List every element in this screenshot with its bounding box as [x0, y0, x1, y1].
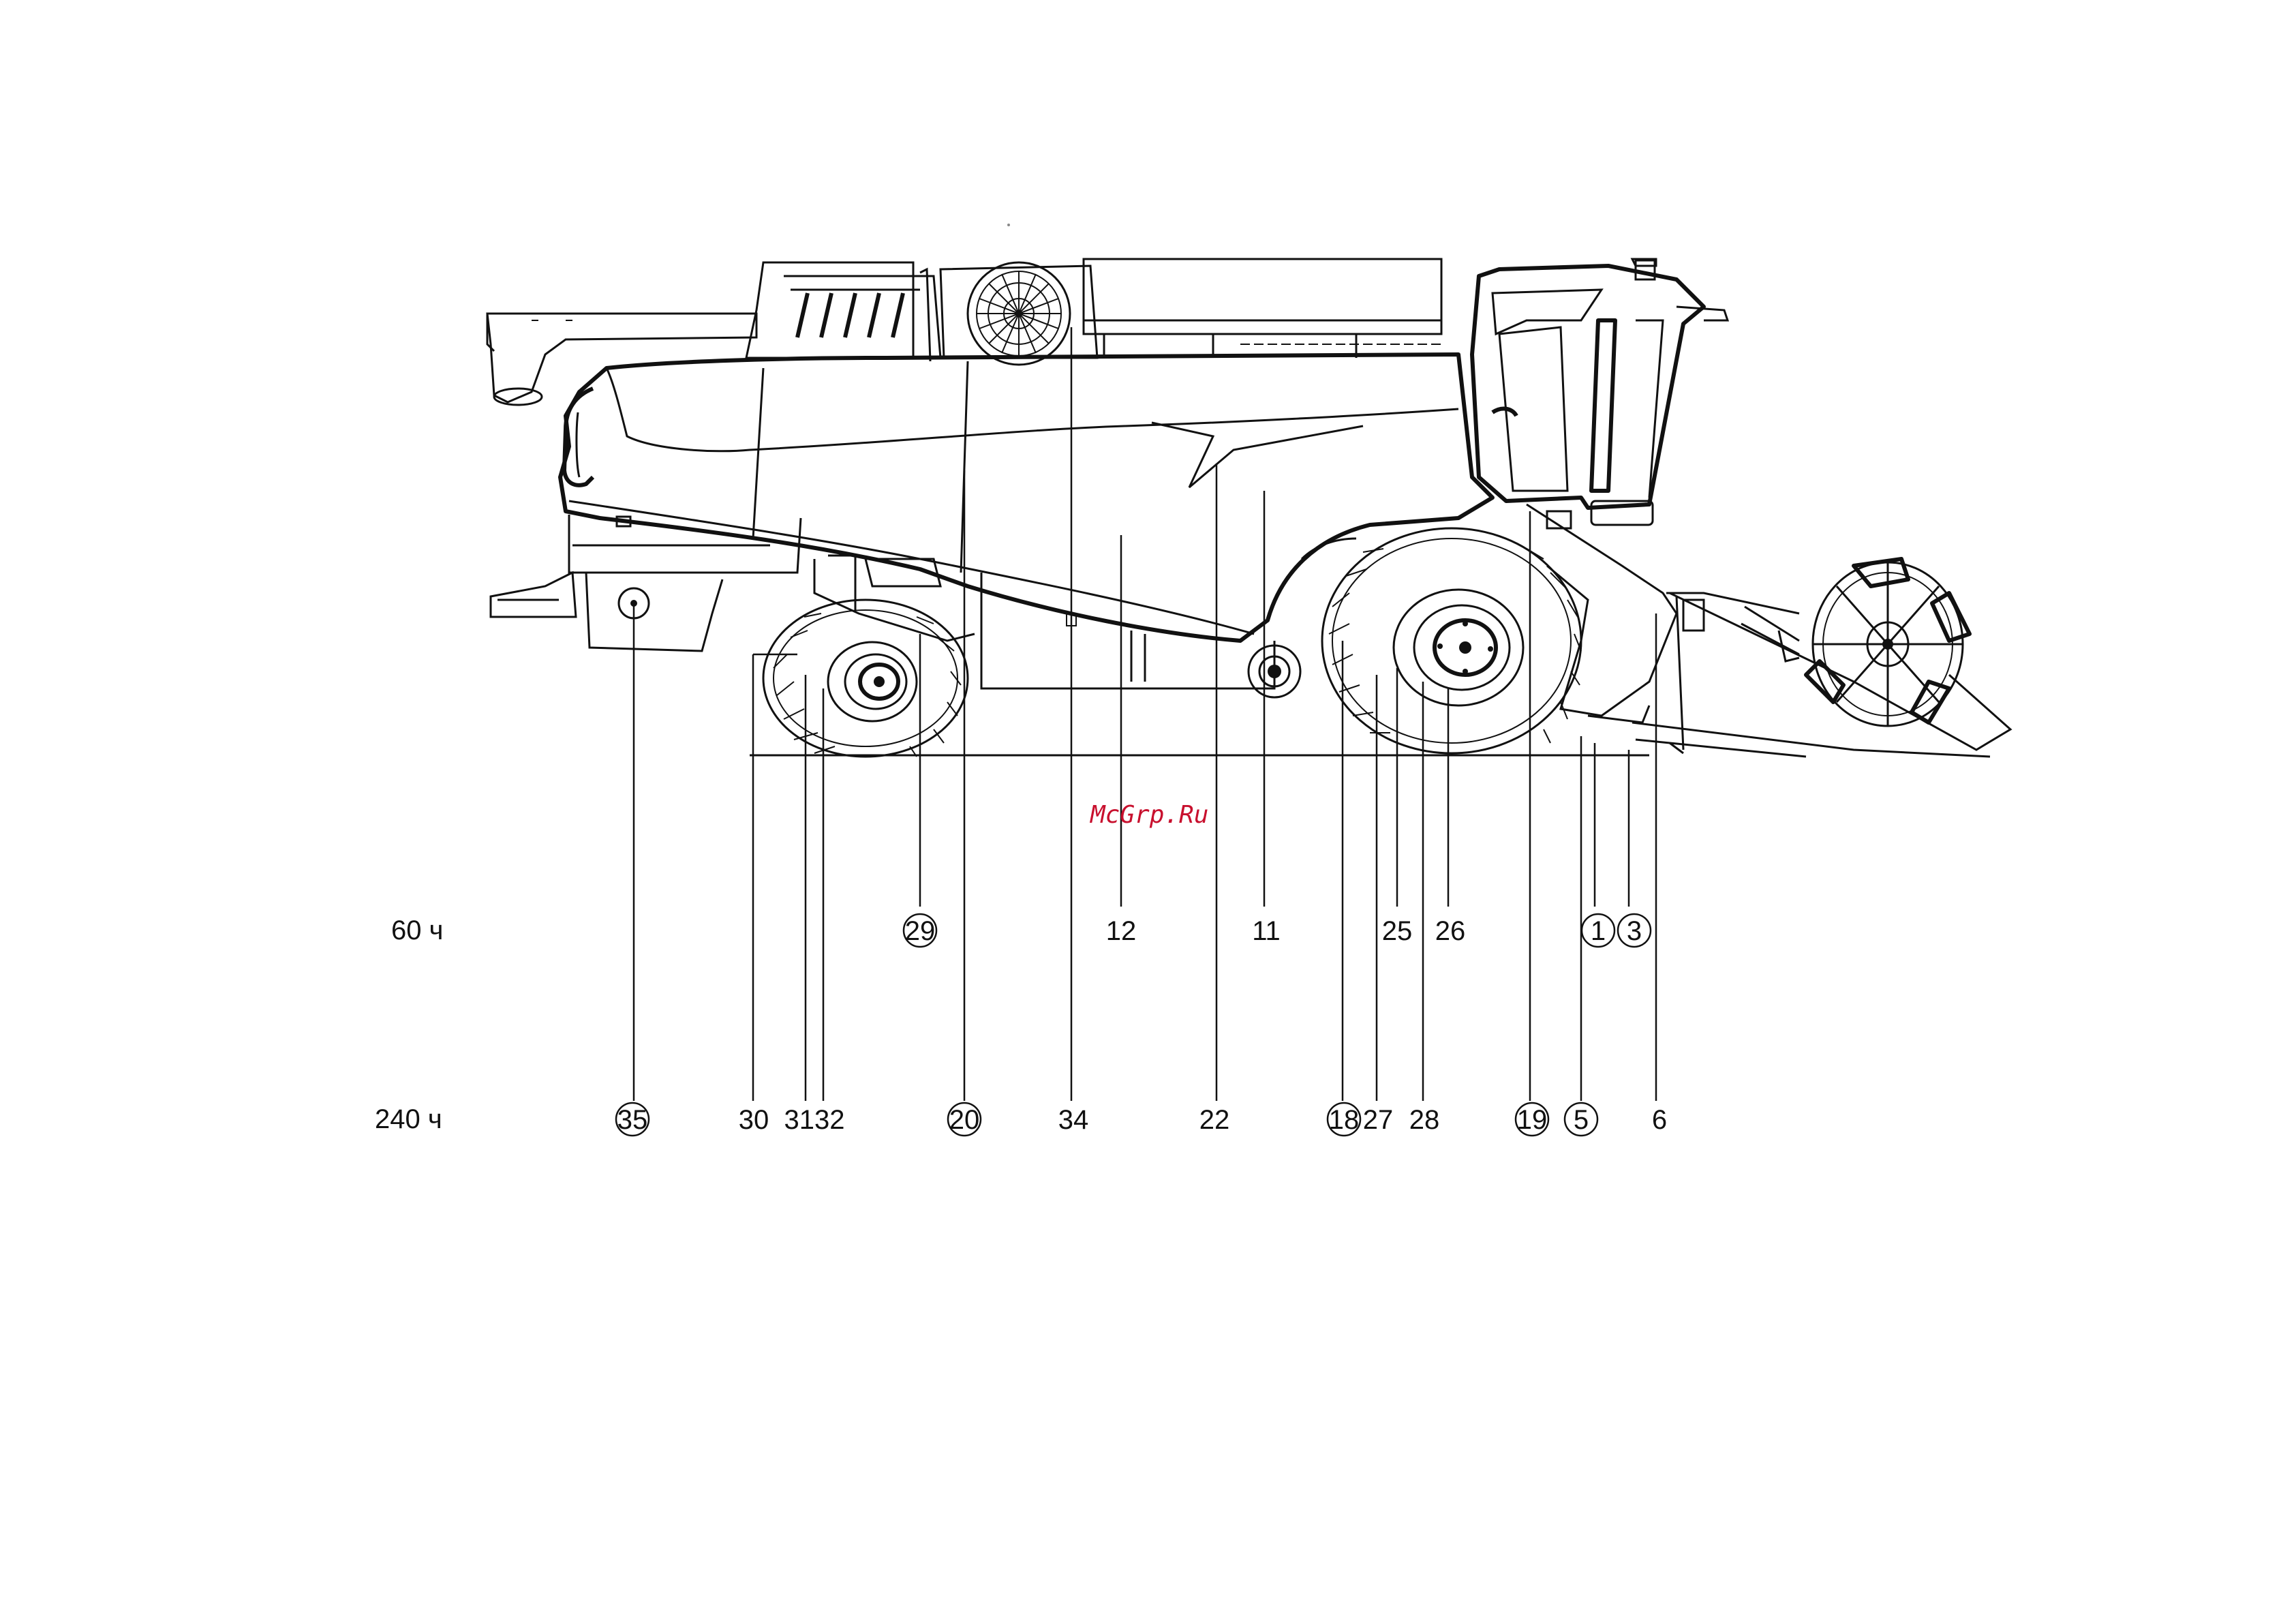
callout-1: 1 [1582, 914, 1614, 947]
callout-12: 12 [1106, 916, 1137, 946]
callout-11: 11 [1252, 916, 1281, 946]
svg-text:1: 1 [1591, 916, 1606, 946]
header-and-feeder [1527, 504, 2010, 757]
combine-harvester-drawing [487, 224, 2010, 1623]
callout-27: 27 [1363, 1105, 1394, 1135]
callout-26: 26 [1435, 916, 1466, 946]
callout-6: 6 [1652, 1105, 1667, 1135]
main-body [560, 354, 1493, 688]
callout-34: 34 [1058, 1105, 1089, 1135]
svg-text:18: 18 [1329, 1105, 1360, 1135]
callout-25: 25 [1382, 916, 1413, 946]
callouts-60h: 29 12 11 25 26 1 3 [904, 914, 1651, 947]
top-railing [784, 269, 940, 361]
rotary-screen [940, 262, 1097, 365]
svg-text:28: 28 [1409, 1105, 1440, 1135]
svg-text:20: 20 [949, 1105, 980, 1135]
callout-18: 18 [1328, 1103, 1360, 1136]
svg-text:5: 5 [1574, 1105, 1589, 1135]
row-label-60h: 60 ч [391, 915, 443, 945]
svg-text:34: 34 [1058, 1105, 1089, 1135]
callouts-240h: 35 30 3132 20 34 22 18 27 28 19 [616, 1103, 1667, 1136]
watermark: McGrp.Ru [1089, 801, 1208, 829]
svg-text:6: 6 [1652, 1105, 1667, 1135]
svg-text:3132: 3132 [784, 1105, 845, 1135]
rear-wheel [763, 600, 968, 757]
svg-text:26: 26 [1435, 916, 1466, 946]
operator-cab [1472, 259, 1728, 528]
callout-22: 22 [1199, 1105, 1230, 1135]
callout-19: 19 [1516, 1103, 1548, 1136]
callout-31-32: 3132 [784, 1105, 845, 1135]
svg-text:11: 11 [1252, 916, 1281, 946]
callout-3: 3 [1618, 914, 1651, 947]
svg-text:3: 3 [1627, 916, 1642, 946]
svg-text:25: 25 [1382, 916, 1413, 946]
callout-30: 30 [739, 1105, 769, 1135]
callout-20: 20 [948, 1103, 981, 1136]
callout-29: 29 [904, 914, 936, 947]
front-wheel [1302, 528, 1581, 753]
svg-text:27: 27 [1363, 1105, 1394, 1135]
callout-35: 35 [616, 1103, 649, 1136]
svg-text:22: 22 [1199, 1105, 1230, 1135]
svg-text:19: 19 [1517, 1105, 1548, 1135]
svg-text:30: 30 [739, 1105, 769, 1135]
callout-28: 28 [1409, 1105, 1440, 1135]
callout-5: 5 [1565, 1103, 1597, 1136]
svg-text:29: 29 [905, 916, 936, 946]
svg-text:35: 35 [617, 1105, 648, 1135]
row-label-240h: 240 ч [375, 1104, 442, 1134]
svg-text:12: 12 [1106, 916, 1137, 946]
